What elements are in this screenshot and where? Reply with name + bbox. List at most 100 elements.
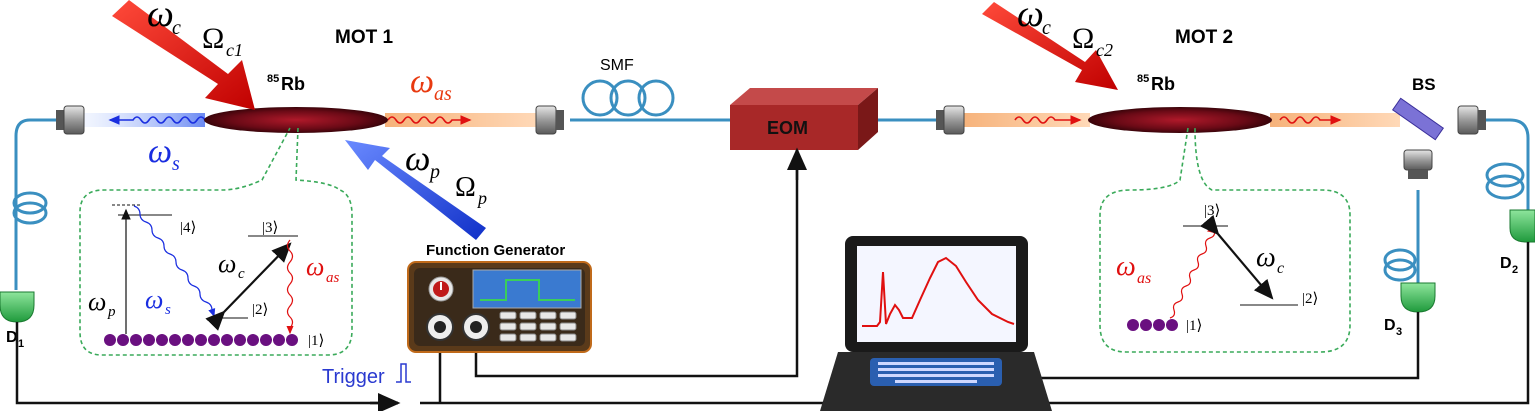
svg-text:ω: ω (1017, 0, 1044, 35)
svg-text:p: p (476, 188, 487, 208)
atom-cloud-mot1 (204, 107, 388, 133)
svg-text:1: 1 (18, 338, 24, 350)
smf-label: SMF (600, 57, 634, 74)
detector-d3: D 3 (1384, 282, 1436, 338)
svg-text:p: p (428, 161, 440, 183)
svg-text:Ω: Ω (1072, 22, 1094, 55)
svg-text:D: D (1384, 317, 1396, 334)
mot1-atom: Rb (281, 74, 305, 94)
mot2-rabi-label: Ω c2 (1072, 22, 1113, 60)
collimator-d2 (1457, 105, 1486, 135)
mot1-probe-rabi-label: Ω p (455, 172, 487, 208)
as-transition-2 (1169, 226, 1216, 319)
svg-text:3: 3 (1396, 326, 1402, 338)
svg-text:|1⟩: |1⟩ (308, 333, 324, 349)
svg-text:s: s (165, 302, 171, 318)
level-diagram-mot1: |4⟩ |3⟩ |2⟩ |1⟩ ω p ω s ω c ω as (79, 127, 353, 356)
antistokes-beam-2a (960, 113, 1090, 127)
atom-cloud-mot2 (1088, 107, 1272, 133)
stokes-transition (133, 205, 216, 318)
svg-text:D: D (6, 329, 18, 346)
svg-text:ω: ω (1116, 251, 1136, 282)
svg-text:2: 2 (1512, 264, 1518, 276)
mot1-stokes-label: ω s (148, 133, 180, 175)
svg-text:ω: ω (147, 0, 174, 35)
coupling-beam-mot2 (982, 2, 1118, 90)
svg-text:ω: ω (145, 285, 163, 314)
function-generator: Function Generator (407, 242, 592, 353)
svg-text:D: D (1500, 255, 1512, 272)
stokes-beam (80, 113, 205, 127)
mot2-atom: Rb (1151, 74, 1175, 94)
fiber-d2 (1485, 118, 1530, 210)
svg-text:ω: ω (306, 252, 324, 281)
mot1-title: MOT 1 (335, 27, 393, 48)
coupling-transition (205, 242, 292, 331)
collimator-mot2-in (936, 105, 965, 135)
stokes-wave (108, 115, 206, 125)
fg-title: Function Generator (426, 242, 565, 259)
coil-d2-a (1485, 162, 1525, 188)
wire-laptop-d3 (1030, 312, 1420, 380)
collimator-d3 (1403, 149, 1433, 179)
fg-keypad (499, 311, 577, 342)
collimator-smf-in (535, 105, 564, 135)
svg-text:Ω: Ω (455, 172, 476, 203)
coil-left-a (12, 191, 48, 215)
wire-fg-eom (474, 150, 799, 378)
coil-d3-a (1383, 248, 1417, 272)
eom-box: EOM (730, 88, 878, 150)
as-wave-1 (387, 115, 472, 125)
mot1-rabi-label: Ω c1 (202, 22, 243, 60)
collimator-left (56, 105, 85, 135)
svg-text:c: c (1277, 260, 1284, 277)
svg-text:as: as (1137, 270, 1151, 287)
mot1-antistokes-label: ω as (410, 63, 452, 105)
svg-text:c: c (1042, 17, 1051, 39)
svg-text:Ω: Ω (202, 22, 224, 55)
coil-left-b (12, 201, 48, 225)
trigger-label: Trigger (322, 366, 385, 388)
svg-text:p: p (107, 304, 116, 320)
bs-label: BS (1412, 75, 1436, 94)
fiber-left (14, 118, 62, 290)
wire-d1 (15, 322, 398, 405)
ground-atoms-1 (104, 334, 298, 346)
svg-text:s: s (172, 153, 180, 175)
coupling-beam-mot1 (112, 0, 255, 110)
svg-text:as: as (326, 270, 340, 286)
fiber-lines (14, 118, 1530, 290)
mot1-isotope: 85 (267, 73, 279, 85)
fg-waveform (480, 279, 575, 301)
coupling-transition-2 (1199, 214, 1274, 300)
laptop (820, 236, 1052, 411)
mot1-probe-label: ω p (405, 138, 440, 183)
coil-smf-a (581, 79, 619, 117)
trigger-pulse-icon (396, 363, 411, 383)
beam-splitter (1391, 97, 1445, 141)
svg-text:|2⟩: |2⟩ (252, 302, 268, 318)
coil-smf-c (637, 79, 675, 117)
coil-d2-b (1485, 174, 1525, 200)
laptop-signal-curve (862, 256, 1015, 327)
svg-text:ω: ω (148, 133, 172, 170)
level-diagram-mot2: |3⟩ |2⟩ |1⟩ ω as ω c (1099, 127, 1351, 353)
svg-text:c2: c2 (1096, 40, 1113, 60)
probe-beam-mot1 (345, 140, 486, 240)
fg-screen (472, 269, 582, 309)
svg-text:c: c (172, 17, 181, 39)
fiber-coils (12, 79, 1525, 282)
svg-text:c1: c1 (226, 40, 243, 60)
signal-wires (15, 150, 1530, 405)
svg-text:|4⟩: |4⟩ (180, 220, 196, 236)
svg-text:ω: ω (218, 249, 236, 278)
svg-text:|3⟩: |3⟩ (1204, 203, 1220, 219)
svg-text:|1⟩: |1⟩ (1186, 318, 1202, 334)
svg-text:ω: ω (405, 138, 430, 178)
as-wave-3 (1279, 115, 1342, 125)
ground-atoms-2 (1127, 319, 1178, 331)
svg-text:|3⟩: |3⟩ (262, 220, 278, 236)
svg-text:ω: ω (88, 287, 106, 316)
coil-d3-b (1383, 258, 1417, 282)
